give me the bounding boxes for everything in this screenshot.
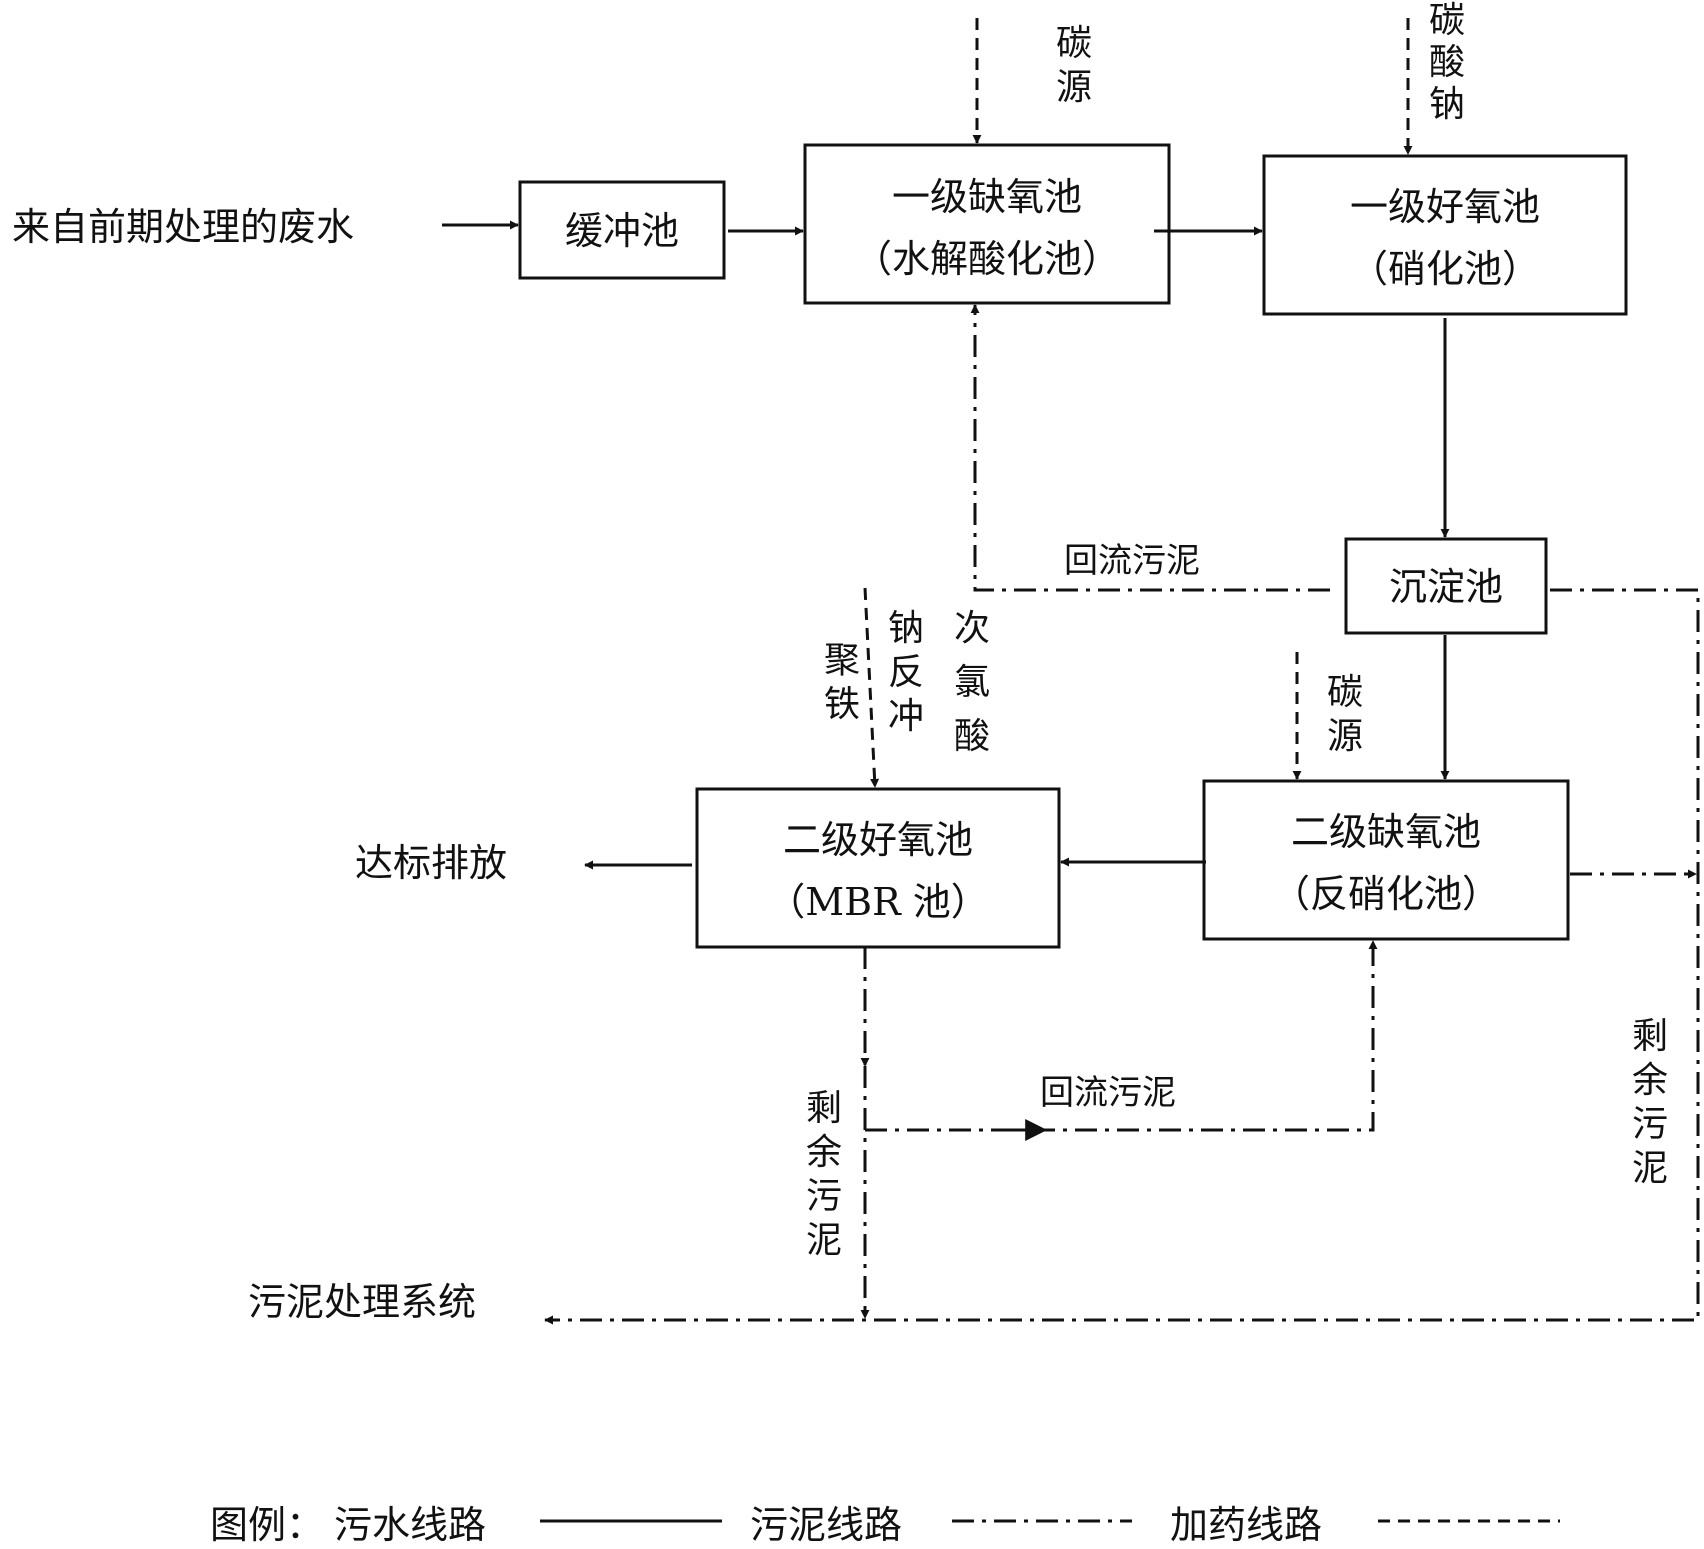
discharge-label: 达标排放 (355, 841, 507, 885)
anoxic1-tank-box (803, 143, 1171, 305)
legend-title: 图例： (210, 1503, 324, 1544)
sludge-return-settling-to-anoxic1 (970, 304, 1330, 592)
sludge-system-label: 污泥处理系统 (248, 1280, 476, 1324)
sludge-excess-settling-to-system (544, 588, 1700, 1325)
settling-tank-box (1344, 537, 1548, 635)
anoxic2-tank-subname: （反硝化池） (1272, 872, 1500, 916)
anoxic1-tank-name: 一级缺氧池 (892, 175, 1082, 219)
dosing-label-backwash-2-text: 次氯酸 (954, 608, 990, 757)
dosing-label-carbon-2: 碳源 (1327, 672, 1363, 757)
legend-dosing-label: 加药线路 (1170, 1503, 1322, 1544)
dosing-label-sodium-carbonate: 碳酸钠 (1429, 0, 1465, 125)
dosing-label-carbon-1: 碳源 (1056, 23, 1092, 108)
return-sludge-label-bottom: 回流污泥 (1040, 1073, 1176, 1113)
excess-sludge-label-right-text: 剩余污泥 (1632, 1016, 1668, 1189)
dosing-label-polyferric-text: 聚铁 (824, 640, 860, 725)
buffer-tank-label: 缓冲池 (565, 209, 679, 253)
aerobic1-tank-subname: （硝化池） (1350, 247, 1540, 291)
anoxic1-tank-subname: （水解酸化池） (854, 237, 1120, 281)
excess-sludge-label-left-text: 剩余污泥 (806, 1088, 842, 1261)
dosing-label-carbon-2-text: 碳源 (1327, 672, 1363, 757)
aerobic1-tank-name: 一级好氧池 (1350, 185, 1540, 229)
dosing-label-backwash-1-text: 钠反冲 (888, 608, 924, 737)
legend: 图例： 污水线路 污泥线路 加药线路 (210, 1503, 1560, 1547)
aerobic2-tank-box (695, 787, 1061, 949)
excess-sludge-label-right: 剩余污泥 (1632, 1016, 1668, 1189)
settling-tank-label: 沉淀池 (1389, 565, 1503, 609)
anoxic2-tank-name: 二级缺氧池 (1291, 810, 1481, 854)
buffer-tank-box (518, 180, 726, 280)
anoxic2-tank-box (1202, 779, 1570, 941)
dosing-label-sodium-carbonate-text: 碳酸钠 (1429, 0, 1465, 125)
dosing-label-polyferric: 聚铁 (824, 640, 860, 725)
return-sludge-label-top: 回流污泥 (1064, 541, 1200, 581)
legend-water-label: 污水线路 (334, 1503, 486, 1544)
dosing-label-backwash-2: 次氯酸 (954, 608, 990, 757)
dosing-label-carbon-1-text: 碳源 (1056, 23, 1092, 108)
aerobic1-tank-box (1262, 154, 1628, 316)
source-label: 来自前期处理的废水 (12, 205, 354, 249)
legend-sludge-label: 污泥线路 (750, 1503, 902, 1544)
dosing-label-backwash-1: 钠反冲 (888, 608, 924, 737)
aerobic2-tank-name: 二级好氧池 (783, 818, 973, 862)
aerobic2-tank-subname: （MBR 池） (767, 880, 989, 924)
excess-sludge-label-left: 剩余污泥 (806, 1088, 842, 1261)
dosing-line-chemicals-mbr (863, 587, 880, 788)
